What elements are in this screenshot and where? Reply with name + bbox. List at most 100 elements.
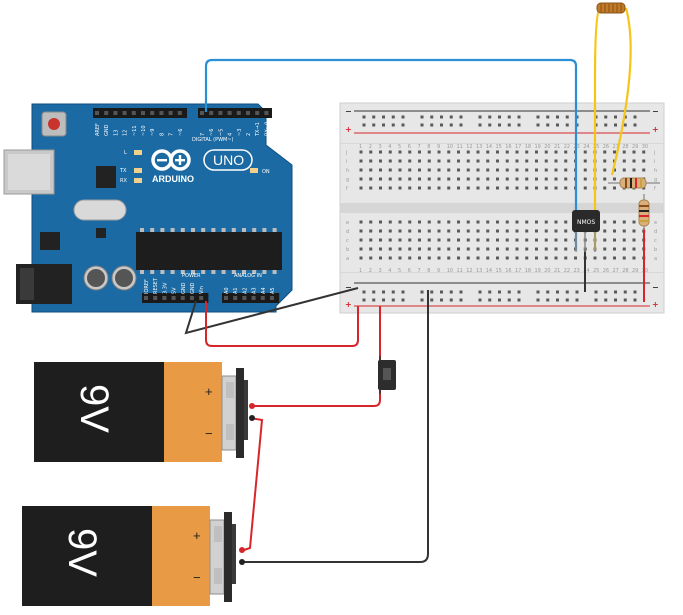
rail-bottom-plus-right: + — [652, 300, 659, 309]
digital-pin-label: ~6 — [209, 129, 215, 136]
digital-pin[interactable] — [246, 111, 250, 115]
digital-pin[interactable] — [218, 111, 223, 115]
analog-pin[interactable] — [251, 296, 256, 300]
power-pin[interactable] — [144, 296, 148, 300]
column-number-top: 30 — [642, 144, 648, 150]
digital-pin[interactable] — [131, 111, 136, 115]
column-number-bottom: 20 — [544, 268, 550, 274]
battery-1[interactable]: + − 9V — [34, 362, 255, 462]
column-number-bottom: 26 — [603, 268, 609, 274]
digital-header[interactable] — [93, 108, 272, 118]
power-pin[interactable] — [162, 296, 167, 300]
battery-2[interactable]: + − 9V — [22, 506, 245, 606]
power-pin[interactable] — [171, 296, 176, 300]
column-number-bottom: 13 — [476, 268, 482, 274]
column-number-bottom: 5 — [398, 268, 401, 274]
analog-pin-label: A5 — [270, 287, 276, 294]
row-letter: f — [346, 186, 348, 192]
analog-pin-label: A0 — [224, 287, 230, 294]
analog-header[interactable] — [222, 293, 280, 303]
breadboard[interactable]: − − + + − − + + 112233445566778899101011… — [339, 102, 665, 314]
digital-pin-label: 2 — [246, 133, 252, 136]
digital-pin[interactable] — [150, 111, 155, 115]
wire-yellow-coil-2[interactable] — [610, 7, 632, 176]
column-number-bottom: 2 — [369, 268, 372, 274]
transistor-label: NMOS — [577, 219, 595, 226]
row-letter: i — [654, 159, 655, 165]
column-number-bottom: 1 — [359, 268, 362, 274]
row-letter: j — [653, 150, 655, 156]
analog-pin[interactable] — [242, 296, 247, 300]
digital-pin-label: ~6 — [178, 129, 184, 136]
column-number-bottom: 15 — [496, 268, 502, 274]
atmega-chip — [136, 232, 282, 270]
row-letter: i — [346, 159, 347, 165]
wire-red-vin[interactable] — [205, 301, 359, 347]
wire-blue-pin7[interactable] — [204, 58, 578, 250]
led-label-rx: RX — [120, 178, 127, 184]
power-pin[interactable] — [199, 296, 204, 300]
row-letter: a — [346, 256, 349, 262]
power-pin-label: 3.3V — [162, 282, 168, 294]
wire-red-series[interactable] — [243, 417, 264, 551]
column-number-top: 15 — [496, 144, 502, 150]
column-number-top: 10 — [447, 144, 453, 150]
column-number-bottom: 12 — [466, 268, 472, 274]
analog-pin[interactable] — [270, 296, 274, 300]
nmos-transistor[interactable]: NMOS — [572, 210, 600, 252]
wire-black-battery-gnd[interactable] — [244, 290, 429, 563]
coil-icon[interactable] — [596, 2, 626, 14]
digital-pin[interactable] — [227, 111, 232, 115]
power-label: POWER — [182, 273, 201, 279]
analog-pin-label: A3 — [252, 287, 258, 294]
arduino-board[interactable]: L TX RX ON ARDUINO UNO DIGITAL (PWM~) PO… — [3, 103, 293, 313]
digital-pin[interactable] — [177, 111, 182, 115]
column-number-top: 22 — [564, 144, 570, 150]
digital-pin[interactable] — [95, 111, 99, 115]
column-number-bottom: 29 — [632, 268, 638, 274]
resistor-vertical[interactable] — [638, 194, 650, 230]
battery-1-plus: + — [205, 384, 213, 399]
resistor-icon[interactable] — [608, 177, 660, 189]
wire-black-arduino-gnd[interactable] — [184, 287, 359, 335]
power-pin-label: 5V — [172, 287, 178, 294]
analog-pin[interactable] — [224, 296, 228, 300]
digital-pin-label: 12 — [123, 130, 129, 136]
power-pin[interactable] — [180, 296, 185, 300]
digital-pin[interactable] — [264, 111, 269, 115]
wire-red-switch-battery[interactable] — [250, 388, 381, 407]
rail-bottom-plus-left: + — [345, 300, 352, 309]
switch-icon[interactable] — [378, 356, 396, 394]
digital-pin[interactable] — [255, 111, 260, 115]
digital-pin[interactable] — [113, 111, 118, 115]
digital-pin-label: 8 — [159, 133, 165, 136]
row-letter: g — [654, 177, 657, 183]
row-letter: d — [346, 229, 349, 235]
analog-pin-label: A4 — [261, 287, 267, 294]
column-number-top: 24 — [583, 144, 589, 150]
digital-pin[interactable] — [168, 111, 173, 115]
digital-pin-label: 7 — [200, 133, 206, 136]
power-pin-label: RESET — [153, 277, 159, 294]
digital-pin-label: 13 — [113, 130, 119, 136]
digital-pin[interactable] — [141, 111, 145, 115]
analog-pin[interactable] — [233, 296, 238, 300]
digital-pin[interactable] — [159, 111, 164, 115]
crystal-oscillator — [73, 199, 127, 221]
battery-2-minus: − — [193, 570, 201, 585]
column-number-bottom: 21 — [554, 268, 560, 274]
led-label-l: L — [124, 150, 127, 156]
digital-pin[interactable] — [122, 111, 127, 115]
digital-pin-label: 7 — [169, 133, 175, 136]
digital-pin[interactable] — [209, 111, 214, 115]
column-number-top: 29 — [632, 144, 638, 150]
analog-pin[interactable] — [260, 296, 265, 300]
digital-pin[interactable] — [236, 111, 241, 115]
digital-pin[interactable] — [200, 111, 204, 115]
power-pin[interactable] — [153, 296, 158, 300]
power-pin[interactable] — [190, 296, 194, 300]
digital-pin[interactable] — [104, 111, 109, 115]
power-header[interactable] — [142, 293, 209, 303]
column-number-top: 28 — [622, 144, 628, 150]
